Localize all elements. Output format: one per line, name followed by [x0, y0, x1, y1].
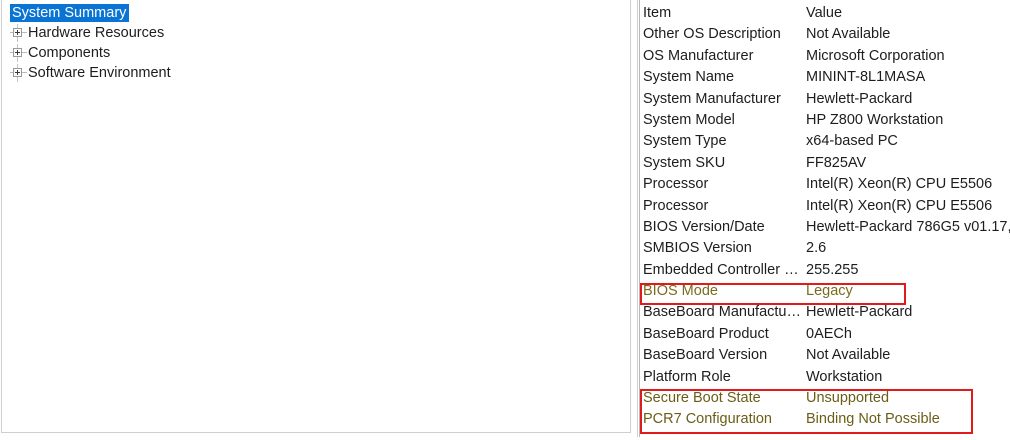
row-value: Hewlett-Packard — [806, 304, 913, 321]
row-item: Processor — [643, 176, 709, 193]
table-row[interactable]: Processor Intel(R) Xeon(R) CPU E5506 — [640, 196, 1010, 217]
pane-splitter[interactable] — [632, 0, 640, 437]
table-row[interactable]: System Type x64-based PC — [640, 131, 1010, 152]
tree-item-components-label: Components — [28, 45, 111, 62]
row-value: Not Available — [806, 347, 891, 364]
table-row[interactable]: BaseBoard Version Not Available — [640, 345, 1010, 366]
row-value: Legacy — [806, 283, 853, 300]
row-value: Hewlett-Packard 786G5 v01.17, 8/ — [806, 218, 1010, 235]
row-item: BaseBoard Product — [643, 325, 769, 342]
row-item: Platform Role — [643, 368, 731, 385]
row-value: Binding Not Possible — [806, 411, 940, 428]
table-row[interactable]: BaseBoard Product 0AECh — [640, 324, 1010, 345]
table-row[interactable]: Embedded Controller V... 255.255 — [640, 260, 1010, 281]
tree-item-components[interactable]: Components — [2, 43, 630, 63]
row-item: Processor — [643, 197, 709, 214]
row-value: HP Z800 Workstation — [806, 111, 944, 128]
splitter-line-left — [637, 0, 638, 437]
row-value: x64-based PC — [806, 133, 898, 150]
table-row[interactable]: OS Manufacturer Microsoft Corporation — [640, 46, 1010, 67]
column-header-item[interactable]: Item — [643, 5, 672, 21]
tree-item-software-environment[interactable]: Software Environment — [2, 63, 630, 83]
row-item: System Type — [643, 133, 727, 150]
table-row[interactable]: BaseBoard Manufacturer Hewlett-Packard — [640, 302, 1010, 323]
table-row[interactable]: System Manufacturer Hewlett-Packard — [640, 89, 1010, 110]
row-item: System Name — [643, 69, 735, 86]
tree-item-software-environment-label: Software Environment — [28, 65, 171, 82]
tree-item-system-summary-label: System Summary — [10, 4, 130, 23]
row-item: Embedded Controller V... — [643, 261, 803, 278]
row-item: BIOS Mode — [643, 283, 718, 300]
row-item: System Manufacturer — [643, 90, 781, 107]
table-row[interactable]: System Model HP Z800 Workstation — [640, 110, 1010, 131]
table-row-secure-boot-state[interactable]: Secure Boot State Unsupported — [640, 388, 1010, 409]
row-item: PCR7 Configuration — [643, 411, 772, 428]
row-item: Secure Boot State — [643, 390, 761, 407]
expand-plus-icon[interactable] — [10, 64, 27, 83]
list-header-row: Item Value — [640, 3, 1010, 24]
row-value: MININT-8L1MASA — [806, 69, 926, 86]
tree-item-system-summary[interactable]: System Summary — [2, 3, 630, 23]
table-row[interactable]: System Name MININT-8L1MASA — [640, 67, 1010, 88]
row-item: BIOS Version/Date — [643, 218, 765, 235]
table-row[interactable]: Platform Role Workstation — [640, 367, 1010, 388]
row-item: OS Manufacturer — [643, 47, 754, 64]
row-value: 0AECh — [806, 325, 852, 342]
row-value: 2.6 — [806, 240, 827, 257]
column-header-value[interactable]: Value — [806, 5, 843, 21]
row-item: Other OS Description — [643, 26, 781, 43]
row-value: FF825AV — [806, 154, 867, 171]
tree-item-hardware-resources-label: Hardware Resources — [28, 25, 165, 42]
row-value: Not Available — [806, 26, 891, 43]
table-row[interactable]: System SKU FF825AV — [640, 153, 1010, 174]
splitter-line-right — [639, 0, 640, 437]
row-value: Unsupported — [806, 390, 890, 407]
row-item: SMBIOS Version — [643, 240, 752, 257]
row-value: Hewlett-Packard — [806, 90, 913, 107]
row-value: 255.255 — [806, 261, 859, 278]
expand-plus-icon[interactable] — [10, 44, 27, 63]
row-value: Microsoft Corporation — [806, 47, 945, 64]
row-item: BaseBoard Manufacturer — [643, 304, 803, 321]
system-summary-tree[interactable]: System Summary Hardware Resources Compon… — [1, 0, 631, 433]
table-row-pcr7-configuration[interactable]: PCR7 Configuration Binding Not Possible — [640, 409, 1010, 430]
table-row[interactable]: SMBIOS Version 2.6 — [640, 238, 1010, 259]
row-item: System SKU — [643, 154, 726, 171]
table-row[interactable]: BIOS Version/Date Hewlett-Packard 786G5 … — [640, 217, 1010, 238]
row-item: BaseBoard Version — [643, 347, 768, 364]
row-item: System Model — [643, 111, 735, 128]
system-summary-details-list[interactable]: Item Value Other OS Description Not Avai… — [640, 0, 1010, 440]
table-row[interactable]: Other OS Description Not Available — [640, 24, 1010, 45]
row-value: Workstation — [806, 368, 883, 385]
expand-plus-icon[interactable] — [10, 24, 27, 43]
row-value: Intel(R) Xeon(R) CPU E5506 — [806, 176, 993, 193]
tree-item-hardware-resources[interactable]: Hardware Resources — [2, 23, 630, 43]
row-value: Intel(R) Xeon(R) CPU E5506 — [806, 197, 993, 214]
table-row-bios-mode[interactable]: BIOS Mode Legacy — [640, 281, 1010, 302]
table-row[interactable]: Processor Intel(R) Xeon(R) CPU E5506 — [640, 174, 1010, 195]
